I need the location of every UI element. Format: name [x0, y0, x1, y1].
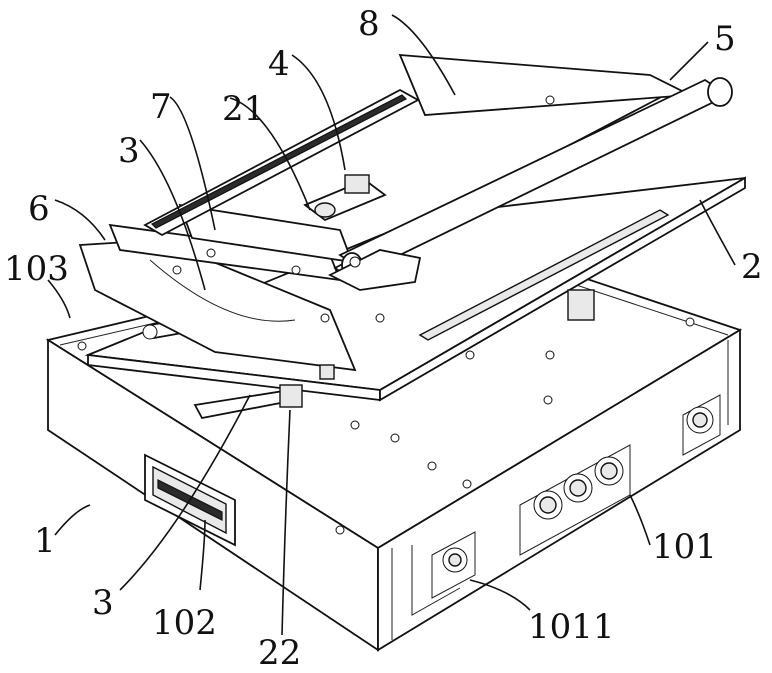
label-103: 103 [4, 249, 69, 289]
pin [320, 365, 334, 379]
label-3-top: 3 [118, 131, 140, 171]
label-1: 1 [34, 521, 56, 561]
center-carriage [305, 175, 385, 220]
label-3-bottom: 3 [92, 583, 114, 623]
label-2: 2 [741, 247, 763, 287]
label-22: 22 [258, 633, 301, 673]
label-6: 6 [28, 189, 50, 229]
label-8: 8 [358, 4, 380, 44]
label-101: 101 [652, 527, 717, 567]
label-1011: 1011 [528, 607, 615, 647]
label-102: 102 [152, 603, 217, 643]
label-4: 4 [268, 44, 290, 84]
label-5: 5 [714, 19, 736, 59]
label-21: 21 [222, 89, 265, 129]
label-7: 7 [150, 87, 172, 127]
